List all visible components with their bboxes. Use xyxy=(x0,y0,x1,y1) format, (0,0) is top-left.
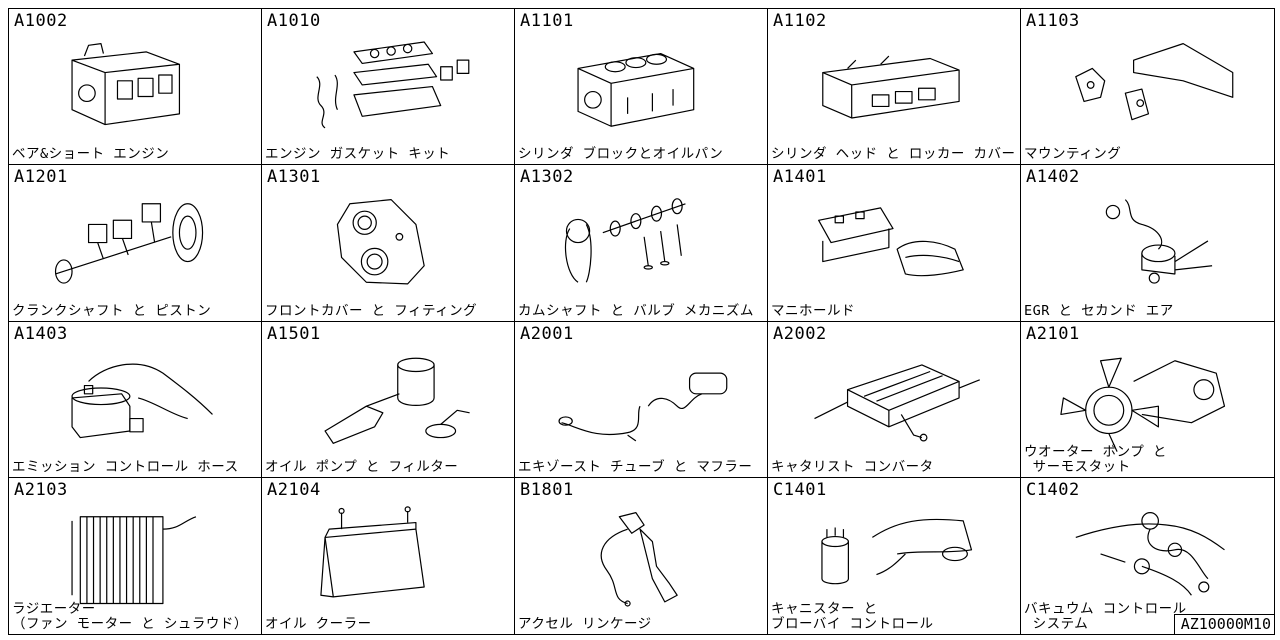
oil-cooler-icon xyxy=(292,500,482,612)
part-code: A1101 xyxy=(520,11,574,31)
part-label: アクセル リンケージ xyxy=(518,616,652,632)
part-code: A1002 xyxy=(14,11,68,31)
part-label: カムシャフト と バルブ メカニズム xyxy=(518,302,754,319)
cylinder-block-icon xyxy=(545,31,735,143)
part-code: A2002 xyxy=(773,323,827,344)
emission-hose-icon xyxy=(39,344,229,456)
index-cell-a1302[interactable]: A1302 カムシャフト と バルブ メカニズム xyxy=(515,165,768,322)
index-cell-a1301[interactable]: A1301 フロントカバー と フィティング xyxy=(262,165,515,322)
oil-pump-filter-icon xyxy=(292,344,482,456)
index-cell-c1401[interactable]: C1401 キャニスター と ブローバイ コントロール xyxy=(768,477,1021,634)
engine-mount-icon xyxy=(1051,31,1241,143)
part-label: キャニスター と ブローバイ コントロール xyxy=(771,601,934,632)
part-code: A1301 xyxy=(267,167,321,188)
part-code: A2001 xyxy=(520,323,574,344)
front-cover-icon xyxy=(292,187,482,299)
part-code: A1501 xyxy=(267,323,321,344)
part-label: ベア&ショート エンジン xyxy=(12,146,170,163)
index-cell-a1201[interactable]: A1201 クランクシャフト と ピストン xyxy=(9,165,262,322)
index-cell-a1101[interactable]: A1101 シリンダ ブロックとオイルパン xyxy=(515,9,768,166)
index-cell-b1801[interactable]: B1801 アクセル リンケージ xyxy=(515,477,768,634)
part-code: A1103 xyxy=(1026,11,1080,31)
part-code: A1403 xyxy=(14,323,68,344)
part-code: A2103 xyxy=(14,479,68,500)
part-code: A1402 xyxy=(1026,167,1080,188)
part-label: マウンティング xyxy=(1024,146,1122,163)
part-code: A2104 xyxy=(267,479,321,500)
parts-index-grid: A1002 ベア&ショート エンジン A1010 エンジン ガスケット キット A110… xyxy=(8,8,1275,635)
part-label: マニホールド xyxy=(771,302,855,319)
part-code: A1010 xyxy=(267,11,321,31)
part-label: エミッション コントロール ホース xyxy=(12,458,239,475)
camshaft-valve-icon xyxy=(545,187,735,299)
engine-block-icon xyxy=(39,31,229,143)
part-code: A1102 xyxy=(773,11,827,31)
index-cell-a1010[interactable]: A1010 エンジン ガスケット キット xyxy=(262,9,515,166)
part-code: A1401 xyxy=(773,167,827,188)
part-label: キャタリスト コンバータ xyxy=(771,458,934,475)
part-code: A2101 xyxy=(1026,323,1080,344)
part-label: バキュウム コントロール システム xyxy=(1024,601,1187,632)
canister-icon xyxy=(798,500,988,612)
cylinder-head-icon xyxy=(798,31,988,143)
vacuum-control-icon xyxy=(1051,500,1241,612)
part-label: エンジン ガスケット キット xyxy=(265,146,451,163)
crankshaft-piston-icon xyxy=(39,187,229,299)
part-code: A1201 xyxy=(14,167,68,188)
index-cell-a2002[interactable]: A2002 キャタリスト コンバータ xyxy=(768,321,1021,478)
index-cell-a2103[interactable]: A2103 ラジエーター （ファン モーター と シュラウド） xyxy=(9,477,262,634)
index-cell-a1102[interactable]: A1102 シリンダ ヘッド と ロッカー カバー xyxy=(768,9,1021,166)
index-cell-a1401[interactable]: A1401 マニホールド xyxy=(768,165,1021,322)
part-label: ラジエーター （ファン モーター と シュラウド） xyxy=(12,601,248,632)
part-label: クランクシャフト と ピストン xyxy=(12,302,212,319)
index-cell-a2104[interactable]: A2104 オイル クーラー xyxy=(262,477,515,634)
part-code: C1402 xyxy=(1026,479,1080,500)
egr-valve-icon xyxy=(1051,187,1241,299)
part-label: シリンダ ブロックとオイルパン xyxy=(518,146,724,163)
radiator-icon xyxy=(39,500,229,612)
part-code: C1401 xyxy=(773,479,827,500)
index-cell-a2001[interactable]: A2001 エキゾースト チューブ と マフラー xyxy=(515,321,768,478)
part-label: シリンダ ヘッド と ロッカー カバー xyxy=(771,146,1016,163)
part-label: フロントカバー と フィティング xyxy=(265,302,478,319)
manifold-icon xyxy=(798,187,988,299)
part-code: A1302 xyxy=(520,167,574,188)
part-label: オイル ポンプ と フィルター xyxy=(265,458,459,475)
index-cell-a1403[interactable]: A1403 エミッション コントロール ホース xyxy=(9,321,262,478)
accelerator-linkage-icon xyxy=(545,500,735,612)
index-cell-a2101[interactable]: A2101 ウオーター ポンプ と サーモスタット xyxy=(1021,322,1274,478)
part-label: オイル クーラー xyxy=(265,616,372,632)
index-cell-a1002[interactable]: A1002 ベア&ショート エンジン xyxy=(9,9,262,166)
catalytic-converter-icon xyxy=(798,344,988,456)
index-cell-a1103[interactable]: A1103 マウンティング xyxy=(1021,9,1274,166)
exhaust-muffler-icon xyxy=(545,344,735,456)
part-label: エキゾースト チューブ と マフラー xyxy=(518,458,753,475)
gasket-kit-icon xyxy=(292,31,482,143)
part-label: EGR と セカンド エア xyxy=(1024,302,1174,319)
drawing-number: AZ10000M10 xyxy=(1173,614,1274,634)
index-cell-a1501[interactable]: A1501 オイル ポンプ と フィルター xyxy=(262,321,515,478)
index-cell-c1402[interactable]: C1402 バキュウム コントロール システム xyxy=(1021,478,1274,634)
water-pump-icon xyxy=(1051,344,1241,456)
part-label: ウオーター ポンプ と サーモスタット xyxy=(1024,443,1167,475)
part-code: B1801 xyxy=(520,479,574,500)
